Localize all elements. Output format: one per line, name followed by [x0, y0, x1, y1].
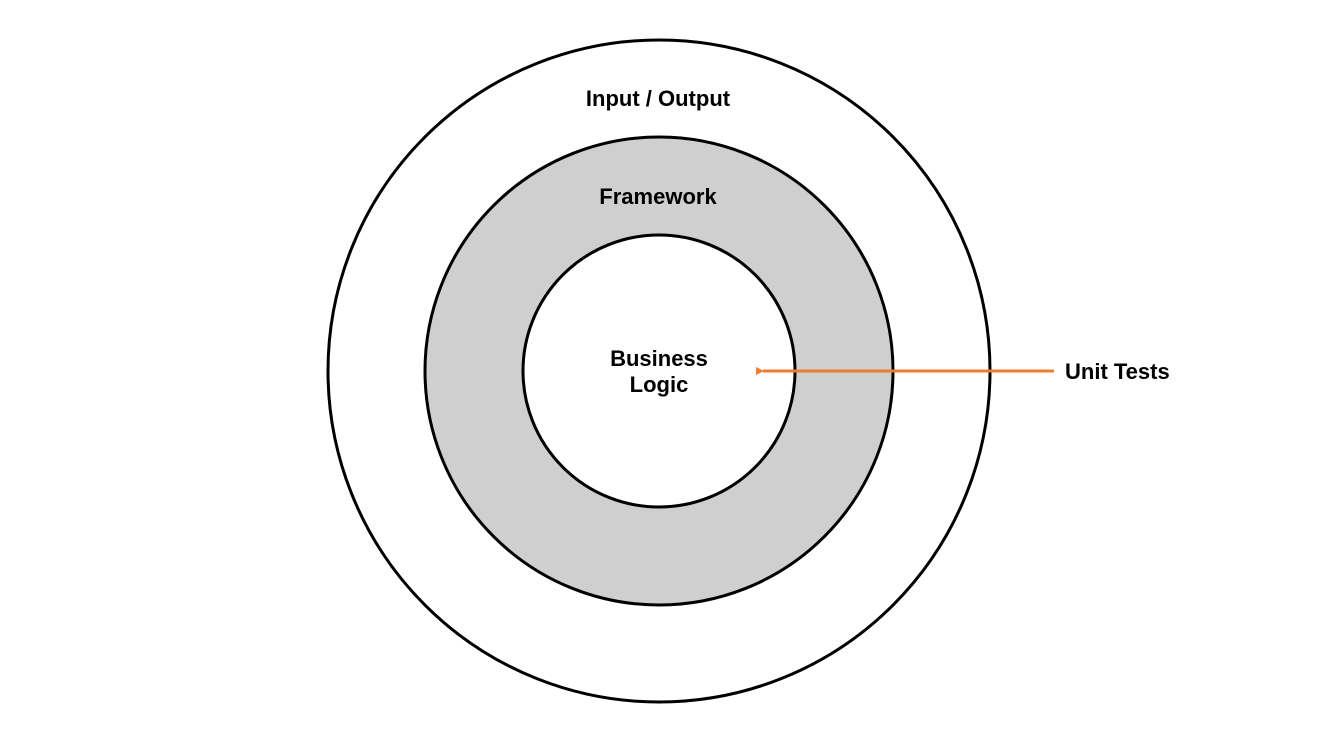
- outer-layer-label: Input / Output: [586, 86, 731, 111]
- inner-layer-label-line1: Business: [610, 346, 708, 371]
- unit-tests-label: Unit Tests: [1065, 359, 1170, 384]
- inner-circle-business-logic: [521, 233, 797, 509]
- inner-layer-label-line2: Logic: [630, 372, 689, 397]
- middle-layer-label: Framework: [599, 184, 717, 209]
